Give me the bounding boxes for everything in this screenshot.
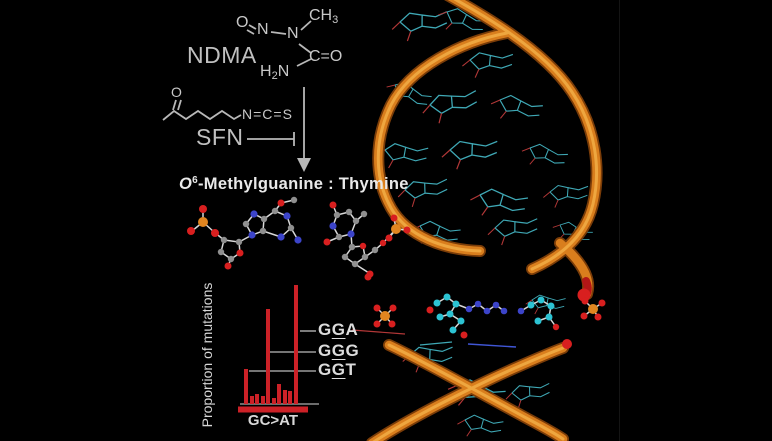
thymidine-model [323, 201, 411, 278]
methylguanine-model [187, 196, 302, 270]
dna-backbone [366, 0, 603, 441]
chart-axis [238, 330, 319, 413]
inhibition-tbar-icon [247, 132, 295, 146]
lesion-in-duplex-model [364, 273, 606, 349]
sfn-structure-bonds [162, 99, 242, 121]
gc-at-category-bar [238, 406, 308, 413]
ndma-n2: N [287, 25, 299, 42]
ndma-carbonyl-group: C=O [309, 48, 343, 65]
context-label-ggg: GGG [318, 341, 360, 360]
sfn-label: SFN [196, 124, 244, 150]
mutation-bar [271, 398, 276, 404]
mutation-bars [244, 285, 300, 404]
ndma-label: NDMA [187, 42, 257, 68]
context-label-ggt: GGT [318, 360, 357, 379]
down-arrow-icon [297, 87, 311, 172]
mutation-bar [282, 390, 287, 404]
sfn-ketone-o: O [171, 84, 182, 100]
ndma-nitroso-o: O [236, 14, 249, 31]
mutation-bar [277, 384, 281, 404]
mutation-bar [255, 394, 259, 404]
mutation-bar [266, 309, 270, 404]
lesion-title: O6-Methylguanine : Thymine [179, 175, 409, 193]
mutation-bar [260, 396, 265, 404]
context-label-gga: GGA [318, 320, 359, 339]
x-axis-category-label: GC>AT [247, 412, 299, 429]
dna-wireframe [351, 3, 595, 440]
ndma-structure-bonds [246, 20, 312, 67]
ndma-methyl-group: CH3 [309, 7, 339, 26]
ndma-amine-group: H2N [260, 63, 290, 82]
sfn-isothiocyanate-group: N=C=S [242, 106, 293, 122]
ndma-n1: N [257, 21, 269, 38]
y-axis-label: Proportion of mutations [199, 282, 215, 428]
mutation-bar [249, 396, 254, 404]
mutation-bar [288, 391, 292, 404]
mutation-bar [293, 285, 298, 404]
mutation-bar [244, 369, 248, 404]
